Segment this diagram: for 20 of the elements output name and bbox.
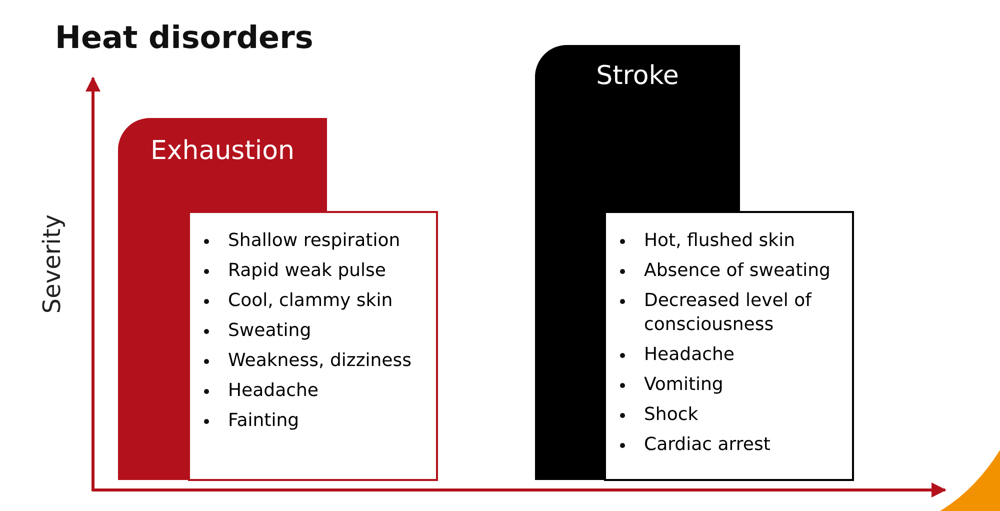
symptom-item: Vomiting [644, 373, 842, 397]
symptom-item: Hot, flushed skin [644, 229, 842, 253]
symptom-item: Headache [644, 343, 842, 367]
symptom-item: Shallow respiration [228, 229, 426, 253]
symptom-item: Cardiac arrest [644, 433, 842, 457]
axis-label: Severity [38, 213, 66, 316]
symptom-item: Weakness, dizziness [228, 349, 426, 373]
symptom-list-box [188, 211, 438, 481]
symptom-item: Rapid weak pulse [228, 259, 426, 283]
title: Heat disorders [55, 20, 314, 56]
symptom-item: Absence of sweating [644, 259, 842, 283]
symptom-item: Headache [228, 379, 426, 403]
symptom-item: Decreased level of consciousness [644, 289, 842, 337]
bar-title: Exhaustion [149, 136, 296, 166]
symptom-list-box [604, 211, 854, 481]
symptom-item: Fainting [228, 409, 426, 433]
symptom-item: Shock [644, 403, 842, 427]
symptom-item: Cool, clammy skin [228, 289, 426, 313]
symptom-item: Sweating [228, 319, 426, 343]
bar-title: Stroke [595, 61, 680, 91]
